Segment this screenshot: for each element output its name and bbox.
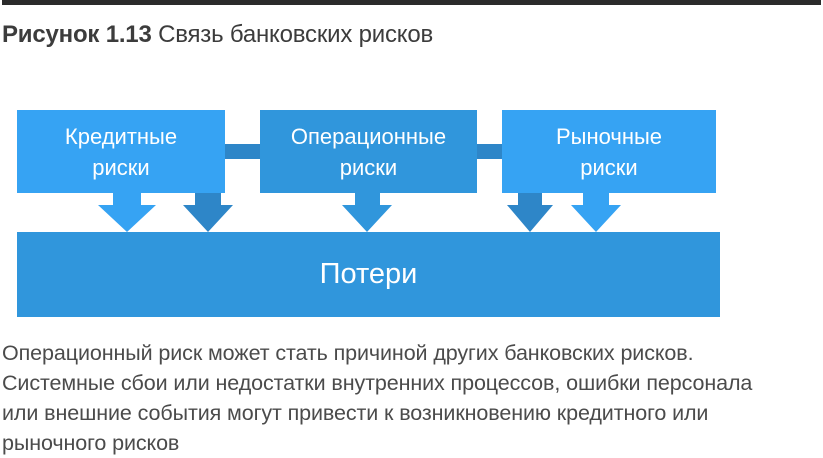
down-arrow-icon — [571, 193, 621, 232]
operational-risks-box: Операционные риски — [260, 110, 477, 193]
market-risks-box: Рыночные риски — [502, 110, 716, 193]
operational-risks-label-line1: Операционные — [290, 123, 447, 149]
down-arrow-icon — [342, 193, 392, 232]
description-line-2: Системные сбои или недостатки внутренних… — [2, 371, 753, 395]
connector-operational-market — [477, 144, 502, 159]
credit-risks-box: Кредитные риски — [17, 110, 225, 193]
figure-caption: Рисунок 1.13 Связь банковских рисков — [2, 21, 433, 49]
market-risks-label-line2: риски — [580, 154, 638, 180]
credit-risks-label-line2: риски — [92, 154, 150, 180]
market-risks-label-line1: Рыночные — [555, 123, 663, 149]
credit-risks-label-line1: Кредитные — [64, 123, 178, 149]
down-arrows-group — [98, 193, 621, 232]
description-line-1: Операционный риск может стать причиной д… — [2, 341, 694, 365]
down-arrow-icon — [98, 193, 156, 232]
down-arrow-icon — [183, 193, 233, 232]
figure-description: Операционный риск может стать причиной д… — [2, 338, 812, 458]
top-divider-rule — [2, 0, 821, 5]
description-line-3: или внешние события могут привести к воз… — [2, 401, 709, 425]
operational-risks-label-line2: риски — [339, 154, 398, 180]
losses-label: Потери — [319, 258, 418, 290]
figure-number-label: Рисунок 1.13 — [2, 21, 152, 48]
down-arrow-icon — [507, 193, 553, 232]
losses-box: Потери — [17, 232, 720, 317]
description-line-4: рыночного рисков — [2, 431, 180, 455]
connector-credit-operational — [225, 144, 260, 159]
figure-title-text: Связь банковских рисков — [158, 21, 434, 48]
